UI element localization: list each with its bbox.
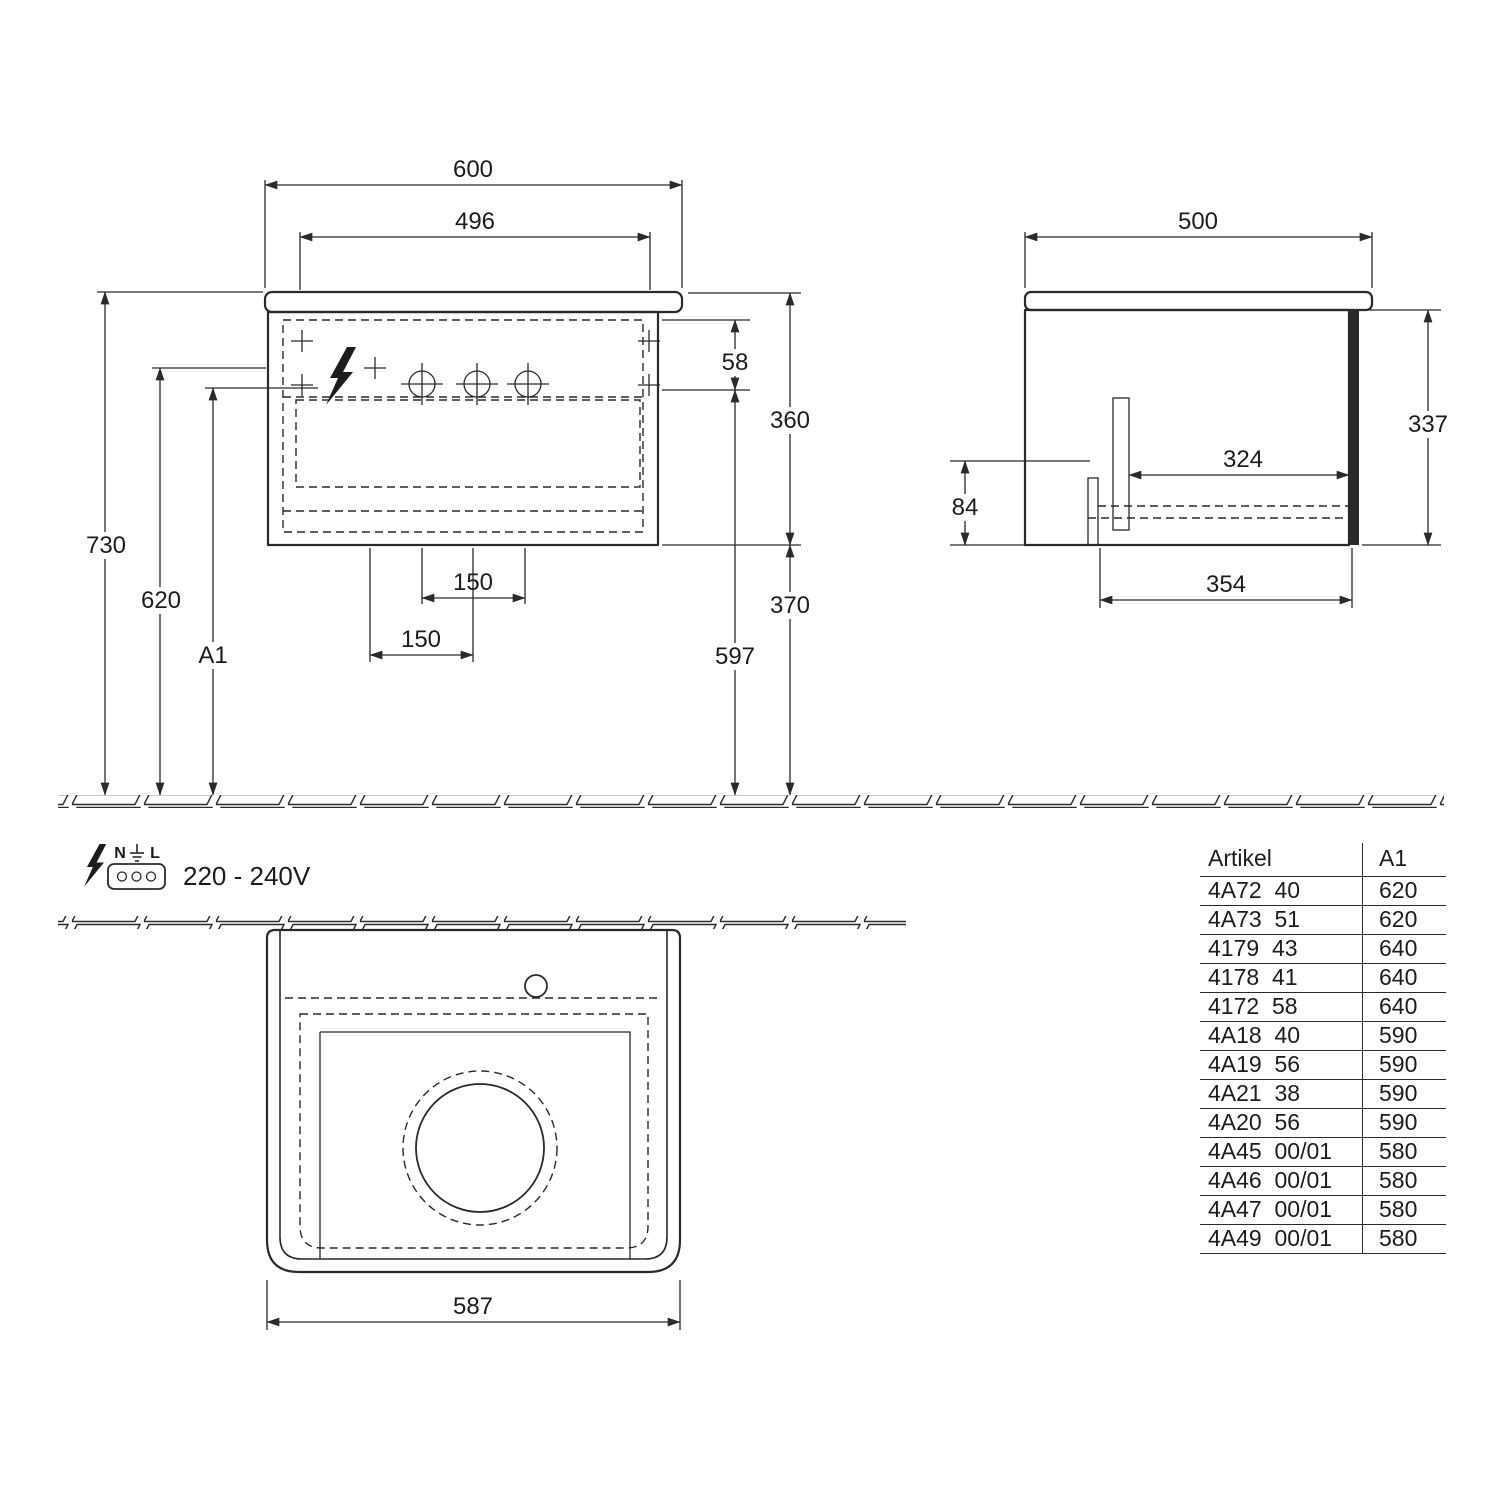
a1-cell: 590 bbox=[1362, 1109, 1446, 1138]
a1-cell: 620 bbox=[1362, 906, 1446, 935]
dim-a1-label: A1 bbox=[198, 642, 227, 669]
side-cabinet-body bbox=[1023, 308, 1351, 547]
table-row: 4A21 38 590 bbox=[1200, 1080, 1446, 1109]
a1-cell: 590 bbox=[1362, 1022, 1446, 1051]
artikel-cell: 4A49 00/01 bbox=[1200, 1225, 1362, 1254]
artikel-cell: 4A72 40 bbox=[1200, 877, 1362, 906]
dim-150-lower-label: 150 bbox=[401, 626, 441, 653]
side-front-panel bbox=[1349, 310, 1359, 545]
socket-3pin-icon bbox=[107, 863, 166, 890]
artikel-cell: 4A45 00/01 bbox=[1200, 1138, 1362, 1167]
electrical-connection: N L 220 - 240V bbox=[84, 844, 311, 891]
side-countertop bbox=[1023, 290, 1374, 312]
top-view: 587 bbox=[265, 928, 682, 1330]
a1-cell: 580 bbox=[1362, 1225, 1446, 1254]
a1-cell: 580 bbox=[1362, 1138, 1446, 1167]
artikel-cell: 4172 58 bbox=[1200, 993, 1362, 1022]
drain-hole bbox=[415, 1083, 545, 1213]
table-row: 4A18 40 590 bbox=[1200, 1022, 1446, 1051]
dim-58-label: 58 bbox=[722, 349, 749, 376]
a1-cell: 580 bbox=[1362, 1196, 1446, 1225]
col-header-artikel: Artikel bbox=[1200, 843, 1362, 877]
drain-pipe bbox=[1112, 397, 1130, 531]
table-row: 4172 58 640 bbox=[1200, 993, 1446, 1022]
fixing-holes bbox=[401, 363, 549, 405]
a1-cell: 620 bbox=[1362, 877, 1446, 906]
dim-600-label: 600 bbox=[453, 156, 493, 183]
a1-cell: 590 bbox=[1362, 1080, 1446, 1109]
top-outline bbox=[265, 928, 682, 1274]
top-inner-wall bbox=[279, 930, 668, 1260]
table-row: 4A45 00/01 580 bbox=[1200, 1138, 1446, 1167]
dim-730-label: 730 bbox=[86, 532, 126, 559]
front-countertop bbox=[263, 290, 684, 314]
artikel-cell: 4A19 56 bbox=[1200, 1051, 1362, 1080]
table-row: 4179 43 640 bbox=[1200, 935, 1446, 964]
dim-620-label: 620 bbox=[141, 587, 181, 614]
a1-cell: 640 bbox=[1362, 935, 1446, 964]
dim-84-label: 84 bbox=[952, 494, 979, 521]
dim-370-label: 370 bbox=[770, 592, 810, 619]
faucet-hole bbox=[524, 974, 548, 998]
dim-597-label: 597 bbox=[715, 643, 755, 670]
dim-360-label: 360 bbox=[770, 407, 810, 434]
dim-496-label: 496 bbox=[455, 208, 495, 235]
artikel-cell: 4A46 00/01 bbox=[1200, 1167, 1362, 1196]
drain-hole-outer bbox=[402, 1070, 558, 1226]
lightning-bolt-icon bbox=[84, 844, 107, 887]
table-row: 4A47 00/01 580 bbox=[1200, 1196, 1446, 1225]
side-dimensions: 500 337 324 84 354 bbox=[946, 208, 1454, 608]
basin-outline-dashed bbox=[299, 1013, 649, 1249]
front-dimensions: 600 496 730 620 A1 58 bbox=[81, 156, 816, 796]
voltage-label: 220 - 240V bbox=[183, 861, 311, 891]
artikel-cell: 4A20 56 bbox=[1200, 1109, 1362, 1138]
mounting-hole-marks bbox=[291, 330, 660, 396]
front-cabinet-body bbox=[266, 310, 660, 547]
artikel-cell: 4178 41 bbox=[1200, 964, 1362, 993]
earth-ground-icon bbox=[130, 844, 144, 862]
table-row: 4A72 40 620 bbox=[1200, 877, 1446, 906]
table-header-row: Artikel A1 bbox=[1200, 843, 1446, 877]
side-view: 500 337 324 84 354 bbox=[946, 208, 1454, 608]
table-row: 4178 41 640 bbox=[1200, 964, 1446, 993]
top-dimensions: 587 bbox=[266, 1280, 681, 1330]
col-header-a1: A1 bbox=[1362, 843, 1446, 877]
wall-break-line bbox=[58, 916, 906, 929]
a1-cell: 640 bbox=[1362, 964, 1446, 993]
table-row: 4A20 56 590 bbox=[1200, 1109, 1446, 1138]
front-inner-contours bbox=[282, 319, 644, 533]
dim-324-label: 324 bbox=[1223, 446, 1263, 473]
neutral-label: N bbox=[114, 845, 126, 862]
table-row: 4A49 00/01 580 bbox=[1200, 1225, 1446, 1254]
dim-150-upper-label: 150 bbox=[453, 569, 493, 596]
line-label: L bbox=[150, 845, 160, 862]
floor-break-line bbox=[58, 795, 1444, 808]
artikel-cell: 4A18 40 bbox=[1200, 1022, 1362, 1051]
table-row: 4A19 56 590 bbox=[1200, 1051, 1446, 1080]
table-row: 4A73 51 620 bbox=[1200, 906, 1446, 935]
dim-337-label: 337 bbox=[1408, 411, 1448, 438]
a1-cell: 590 bbox=[1362, 1051, 1446, 1080]
artikel-cell: 4A73 51 bbox=[1200, 906, 1362, 935]
a1-cell: 640 bbox=[1362, 993, 1446, 1022]
artikel-cell: 4A21 38 bbox=[1200, 1080, 1362, 1109]
artikel-cell: 4A47 00/01 bbox=[1200, 1196, 1362, 1225]
dim-354-label: 354 bbox=[1206, 571, 1246, 598]
artikel-cell: 4179 43 bbox=[1200, 935, 1362, 964]
dim-587-label: 587 bbox=[453, 1293, 493, 1320]
table-row: 4A46 00/01 580 bbox=[1200, 1167, 1446, 1196]
drawer-box bbox=[319, 1031, 631, 1259]
dim-500-label: 500 bbox=[1178, 208, 1218, 235]
a1-cell: 580 bbox=[1362, 1167, 1446, 1196]
front-view: 600 496 730 620 A1 58 bbox=[81, 156, 816, 796]
artikel-table: Artikel A1 4A72 40 620 4A73 51 620 4179 … bbox=[1200, 843, 1446, 1254]
wall-bracket bbox=[1087, 477, 1099, 546]
